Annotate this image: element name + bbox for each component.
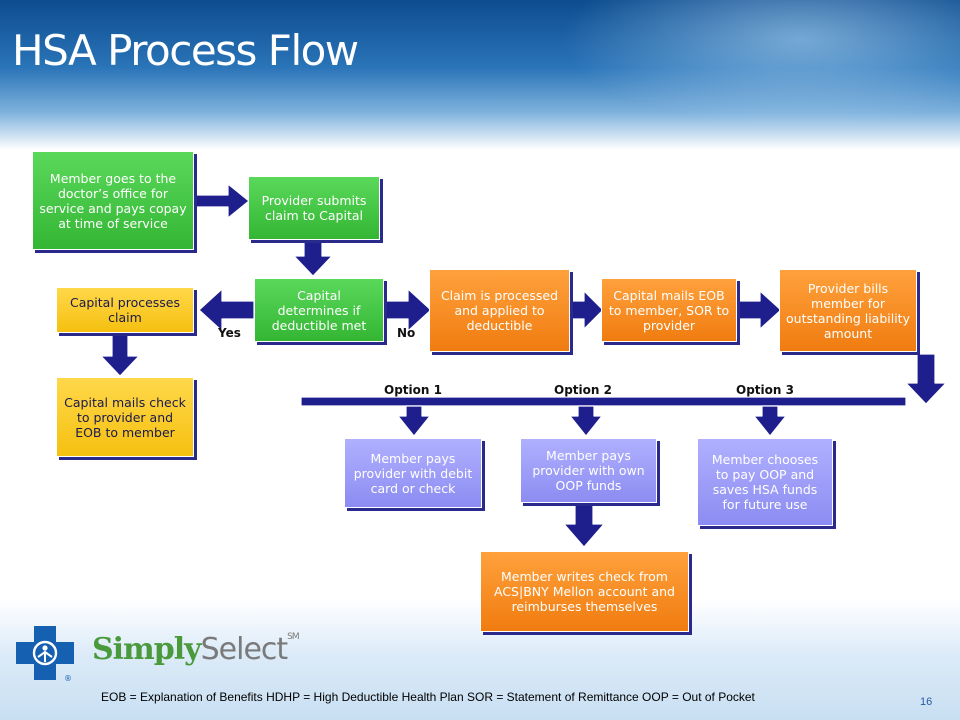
box-capital-mails-eob: Capital mails EOB to member, SOR to prov… xyxy=(601,278,737,342)
blue-cross-logo-icon: ® xyxy=(16,626,74,683)
header-banner xyxy=(0,0,960,150)
page-number: 16 xyxy=(920,696,933,708)
box-member-visit: Member goes to the doctor’s office for s… xyxy=(32,151,194,250)
page-title: HSA Process Flow xyxy=(12,26,359,75)
arrow-determine-to-applied xyxy=(383,288,432,332)
arrow-processes-to-check xyxy=(100,332,140,377)
label-option3: Option 3 xyxy=(736,383,794,397)
label-yes: Yes xyxy=(218,326,241,340)
logo-brand-bold: Simply xyxy=(92,632,202,667)
arrow-option2-to-reimburse xyxy=(563,503,605,548)
logo-service-mark: SM xyxy=(287,632,300,642)
arrow-bar-to-option2 xyxy=(569,405,603,437)
box-reimburse: Member writes check from ACS|BNY Mellon … xyxy=(480,551,689,632)
arrow-bills-to-bar xyxy=(905,353,947,405)
box-capital-determines: Capital determines if deductible met xyxy=(254,278,384,342)
box-provider-submits: Provider submits claim to Capital xyxy=(248,176,380,240)
arrow-applied-to-eob xyxy=(569,290,604,330)
arrow-bar-to-option1 xyxy=(397,405,431,437)
label-no: No xyxy=(397,326,416,340)
label-option1: Option 1 xyxy=(384,383,442,397)
arrow-provider-to-determine xyxy=(293,239,333,277)
arrow-determine-to-processes xyxy=(198,288,255,332)
box-option3: Member chooses to pay OOP and saves HSA … xyxy=(697,438,833,526)
box-capital-mails-check: Capital mails check to provider and EOB … xyxy=(56,377,194,457)
box-option1: Member pays provider with debit card or … xyxy=(344,438,482,508)
box-claim-applied: Claim is processed and applied to deduct… xyxy=(429,269,570,352)
header-glow xyxy=(560,0,960,130)
box-provider-bills: Provider bills member for outstanding li… xyxy=(779,269,917,352)
logo-brand-light: Select xyxy=(200,632,289,667)
arrow-eob-to-bills xyxy=(737,290,782,330)
svg-text:®: ® xyxy=(64,674,72,683)
label-option2: Option 2 xyxy=(554,383,612,397)
abbreviation-legend: EOB = Explanation of Benefits HDHP = Hig… xyxy=(101,690,755,704)
box-option2: Member pays provider with own OOP funds xyxy=(520,438,657,503)
simplyselect-logo: SimplySelectSM xyxy=(92,632,300,667)
arrow-bar-to-option3 xyxy=(753,405,787,437)
options-bar xyxy=(300,396,907,407)
arrow-visit-to-provider xyxy=(194,183,250,219)
box-capital-processes: Capital processes claim xyxy=(56,287,194,333)
